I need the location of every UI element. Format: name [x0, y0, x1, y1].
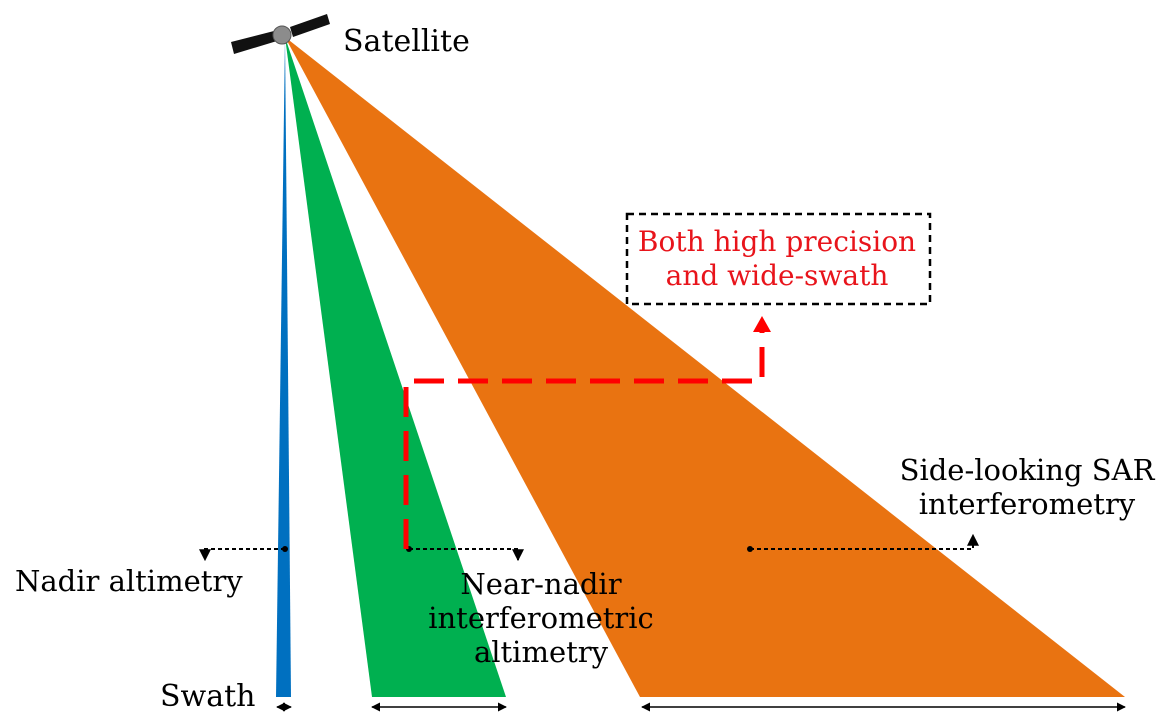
- highlight-text-line1: Both high precision: [638, 225, 916, 258]
- nadir-label: Nadir altimetry: [15, 564, 243, 598]
- sar-beam: [285, 37, 1125, 697]
- near-nadir-label-line3: altimetry: [474, 635, 609, 669]
- near-nadir-label-line1: Near-nadir: [460, 567, 621, 601]
- satellite-label: Satellite: [343, 24, 470, 59]
- satellite-icon: [231, 14, 330, 54]
- sar-callout: [747, 533, 979, 552]
- sar-label-line1: Side-looking SAR: [900, 453, 1156, 487]
- highlight-box: [625, 212, 932, 306]
- swath-label: Swath: [160, 679, 256, 714]
- highlight-arrow: [403, 316, 771, 549]
- near-nadir-label-line2: interferometric: [428, 601, 654, 635]
- near-nadir-beam: [285, 37, 506, 697]
- highlight-text-line2: and wide-swath: [666, 259, 889, 292]
- nadir-callout: [199, 546, 288, 562]
- sar-label-line2: interferometry: [919, 487, 1136, 521]
- nadir-beam: [276, 37, 291, 697]
